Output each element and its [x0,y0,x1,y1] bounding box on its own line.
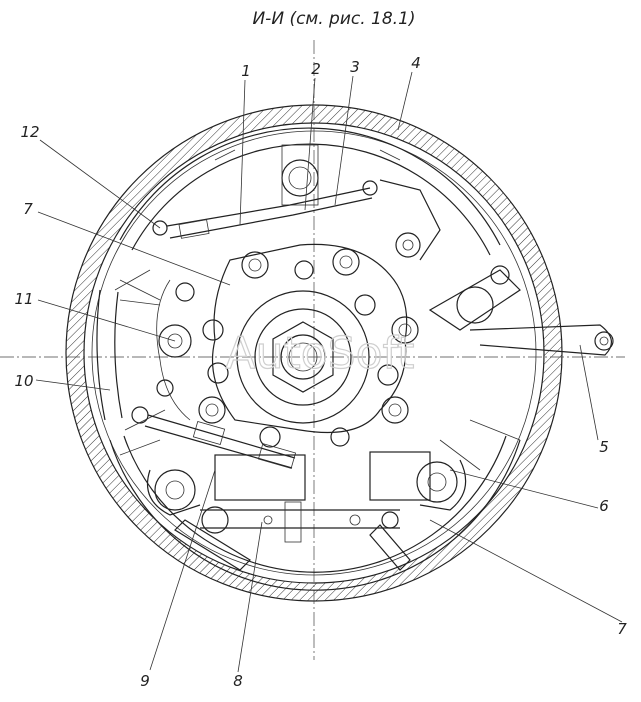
callout-1: 1 [241,62,251,80]
callout-5: 5 [599,438,609,456]
callout-3: 3 [350,58,360,76]
callout-10: 10 [14,372,33,390]
callout-4: 4 [411,54,421,72]
callout-2: 2 [311,60,321,78]
left-anchor-pin [156,282,195,397]
watermark: AutoSoft [226,328,415,379]
lower-pivots [146,459,467,516]
adjuster-lever [379,179,521,331]
upper-return-spring [152,180,378,239]
callout-6: 6 [599,497,609,515]
lower-strut [200,451,431,543]
backing-ribs [114,269,521,471]
top-spring-cup [281,144,319,206]
lower-shoe-ends [174,519,411,571]
callout-7-right: 7 [617,620,627,638]
section-title: И-И (см. рис. 18.1) [252,9,415,29]
callouts: 1 2 3 4 12 7 11 10 5 6 7 9 8 [14,54,627,690]
lower-spring [131,406,297,469]
wheel-bolts [198,232,421,448]
callout-8: 8 [233,672,243,690]
callout-12: 12 [20,123,39,141]
leader-lines [35,71,623,673]
callout-7-left: 7 [23,200,33,218]
left-shoe [96,279,166,431]
callout-9: 9 [140,672,150,690]
actuating-arm [469,324,614,356]
callout-11: 11 [14,290,33,308]
hub [236,290,370,424]
lower-brake-shoe [109,435,521,591]
